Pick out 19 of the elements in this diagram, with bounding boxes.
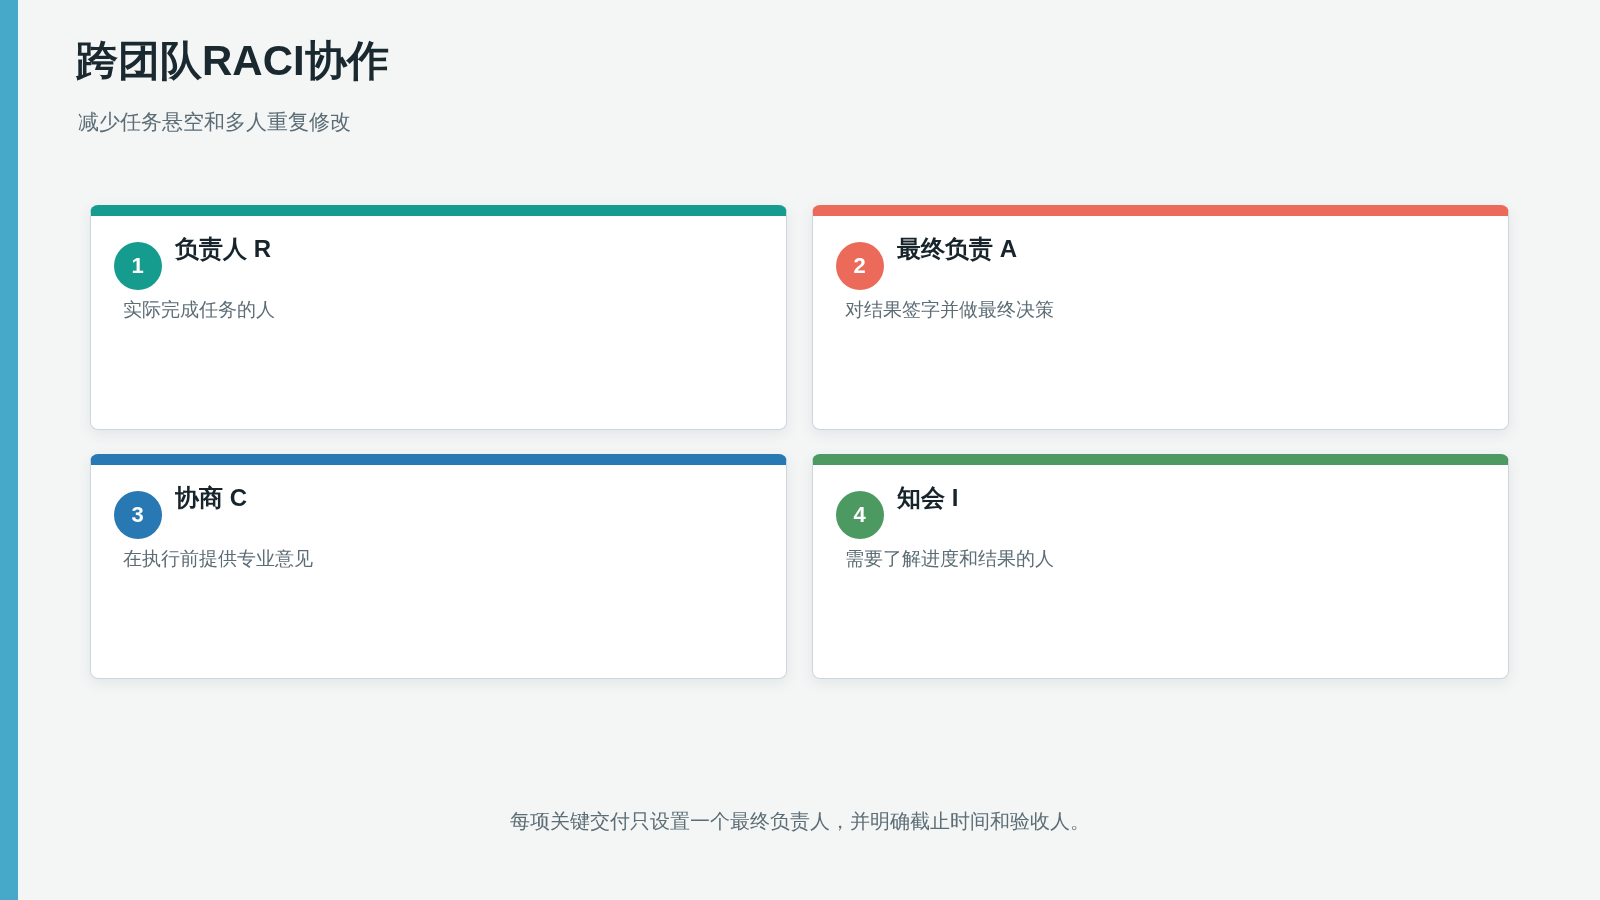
role-card <box>812 205 1509 430</box>
card-description: 对结果签字并做最终决策 <box>845 298 1054 322</box>
footer-note: 每项关键交付只设置一个最终负责人，并明确截止时间和验收人。 <box>510 810 1090 832</box>
role-card <box>90 205 787 430</box>
card-heading: 协商 C <box>175 483 247 513</box>
card-description: 实际完成任务的人 <box>123 298 275 322</box>
number-circle: 4 <box>835 491 884 539</box>
card-description: 在执行前提供专业意见 <box>123 547 313 571</box>
title: 跨团队RACI协作 <box>76 36 389 86</box>
card-heading: 负责人 R <box>175 234 271 264</box>
card-description: 需要了解进度和结果的人 <box>845 547 1054 571</box>
number-circle: 2 <box>835 242 884 290</box>
card-heading: 知会 I <box>897 483 959 513</box>
card-heading: 最终负责 A <box>897 234 1017 264</box>
subtitle: 减少任务悬空和多人重复修改 <box>78 109 351 135</box>
role-card <box>90 454 787 679</box>
number-circle: 3 <box>113 491 162 539</box>
number-circle: 1 <box>113 242 162 290</box>
role-card <box>812 454 1509 679</box>
